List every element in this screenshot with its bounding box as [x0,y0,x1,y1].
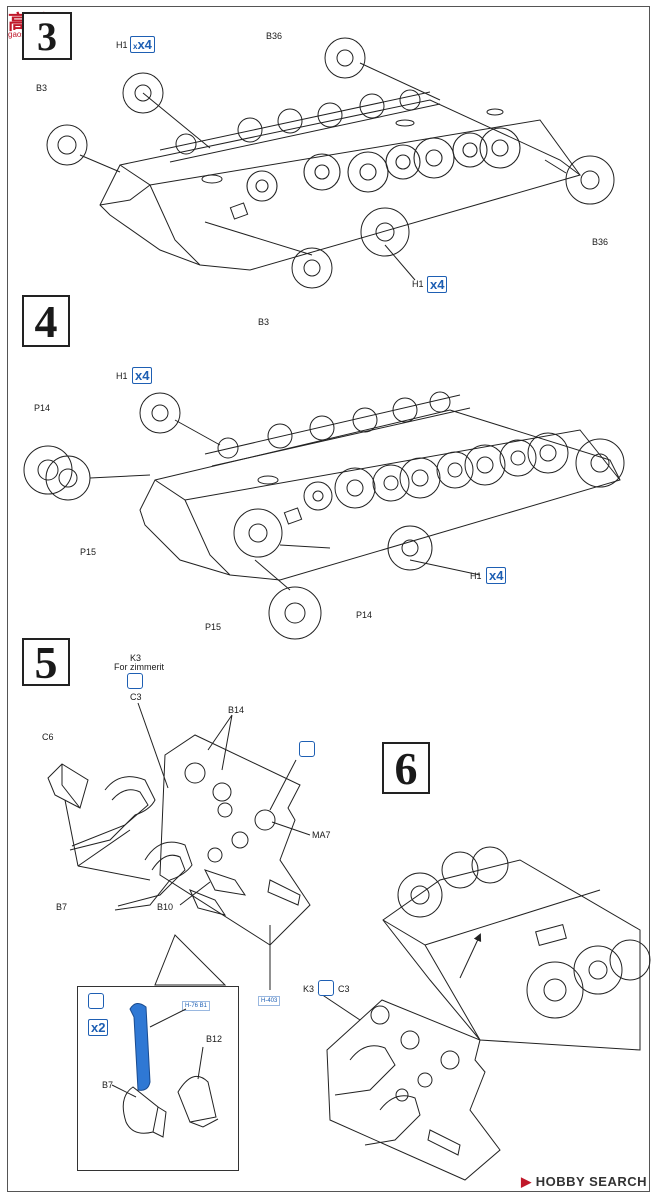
part-label: H1 [116,371,128,381]
glue-drop-icon [299,741,315,757]
part-label: B14 [228,705,245,715]
step-6-number: 6 [382,742,430,794]
page-frame [7,6,650,1192]
step-3-number: 3 [22,12,72,60]
part-label: B7 [56,902,68,912]
quantity-badge: x4 [486,567,507,584]
quantity-badge: x2 [88,1019,109,1036]
exhaust-detail-drawing [111,1003,219,1138]
part-label: B3 [36,83,48,93]
part-label: H1 [116,40,128,50]
part-label: B7 [102,1080,114,1090]
detail-inset: x2 H-76 B1 B12 B7 [77,986,239,1171]
part-label: B36 [592,237,609,247]
part-label: H1 [412,279,424,289]
step4-hull [23,391,625,640]
quantity-badge: xx4 [130,36,155,53]
part-label: MA7 [312,830,331,840]
part-label: P15 [80,547,97,557]
part-label: P15 [205,622,222,632]
part-label: K3 [130,653,142,663]
part-label: C3 [130,692,142,702]
step3-hull [46,37,615,289]
part-label: P14 [34,403,51,413]
paint-brush-icon [88,993,104,1009]
step6-assembly [317,846,651,1181]
part-label: B3 [258,317,270,327]
option-icon [127,673,143,689]
step-5-number: 5 [22,638,70,686]
zimmerit-note: For zimmerit [114,662,164,672]
part-label: P14 [356,610,373,620]
part-label: C3 [338,984,350,994]
part-label: H1 [470,571,482,581]
option-icon [318,980,334,996]
part-label: B36 [266,31,283,41]
step5-rear-plate [47,702,311,990]
part-label: B10 [157,902,174,912]
quantity-badge: x4 [427,276,448,293]
hobby-search-watermark: ▶ HOBBY SEARCH [521,1174,647,1189]
part-code: H-76 B1 [182,1001,211,1011]
part-label: C6 [42,732,54,742]
step-4-number: 4 [22,295,70,347]
part-label: B12 [206,1034,223,1044]
part-label: K3 [303,984,315,994]
quantity-badge: x4 [132,367,153,384]
part-code: H-403 [258,996,281,1006]
